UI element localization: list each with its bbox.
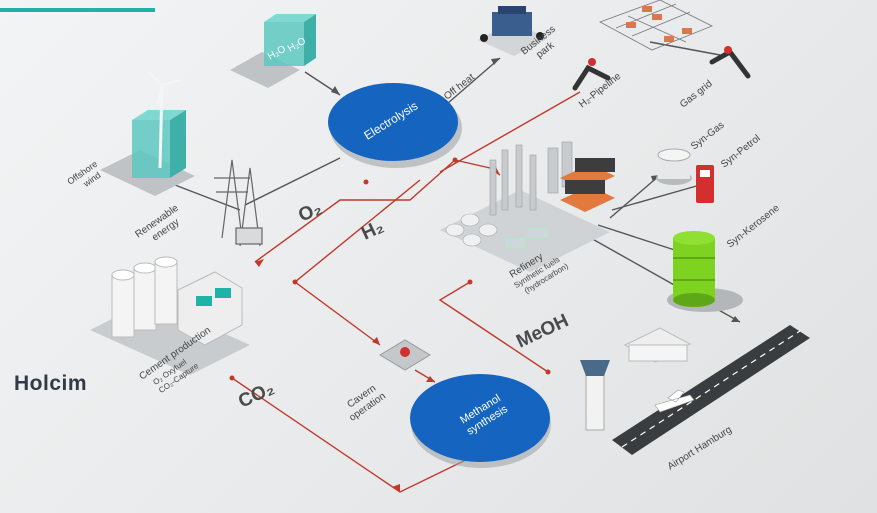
meoh-flow-label: MeOH	[513, 310, 572, 352]
petrol-pump-icon	[696, 165, 714, 203]
power-pylon-icon	[214, 159, 263, 247]
methanol-node	[410, 374, 551, 468]
co2-flow-label: CO₂	[235, 378, 277, 413]
syngas-label: Syn-Gas	[689, 120, 726, 153]
synkerosene-label: Syn-Kerosene	[725, 202, 782, 250]
o2-line	[254, 159, 456, 263]
offheat-line	[439, 57, 501, 111]
h2-pipeline-line	[439, 91, 581, 173]
holcim-logo: Holcim	[14, 372, 88, 395]
house-roofs	[626, 6, 692, 42]
offheat-label: Off heat	[442, 72, 477, 103]
flow-dots	[229, 157, 551, 381]
kerosene-barrel-icon	[667, 231, 743, 312]
wind-line	[174, 184, 241, 211]
o2-flow-label: O₂	[295, 198, 325, 227]
pipeline-valve-icon	[588, 58, 596, 66]
syngas-line	[609, 174, 661, 219]
brand-accent-bar	[0, 8, 155, 12]
offshore-wind-icon	[100, 71, 195, 196]
gasgrid-line	[649, 41, 721, 56]
business-park-icon	[478, 6, 548, 56]
airport-icon	[580, 325, 810, 455]
synpetrol-line	[611, 184, 701, 211]
electrolysis-node	[328, 83, 462, 168]
airport-label: Airport Hamburg	[666, 424, 734, 472]
cavern-icon	[379, 339, 431, 371]
cement-plant-icon	[90, 256, 250, 375]
power-line	[244, 157, 341, 206]
syngas-tank-icon	[656, 148, 692, 185]
meoh-line	[438, 281, 549, 373]
gasgrid-label: Gas grid	[678, 78, 715, 110]
water-cube-icon	[230, 14, 316, 88]
h2-flow-label: H₂	[358, 216, 387, 244]
synpetrol-label: Syn-Petrol	[719, 133, 763, 170]
refinery-icon	[440, 141, 615, 272]
gasgrid-valve-icon	[724, 46, 732, 54]
houses-icon	[599, 0, 713, 51]
